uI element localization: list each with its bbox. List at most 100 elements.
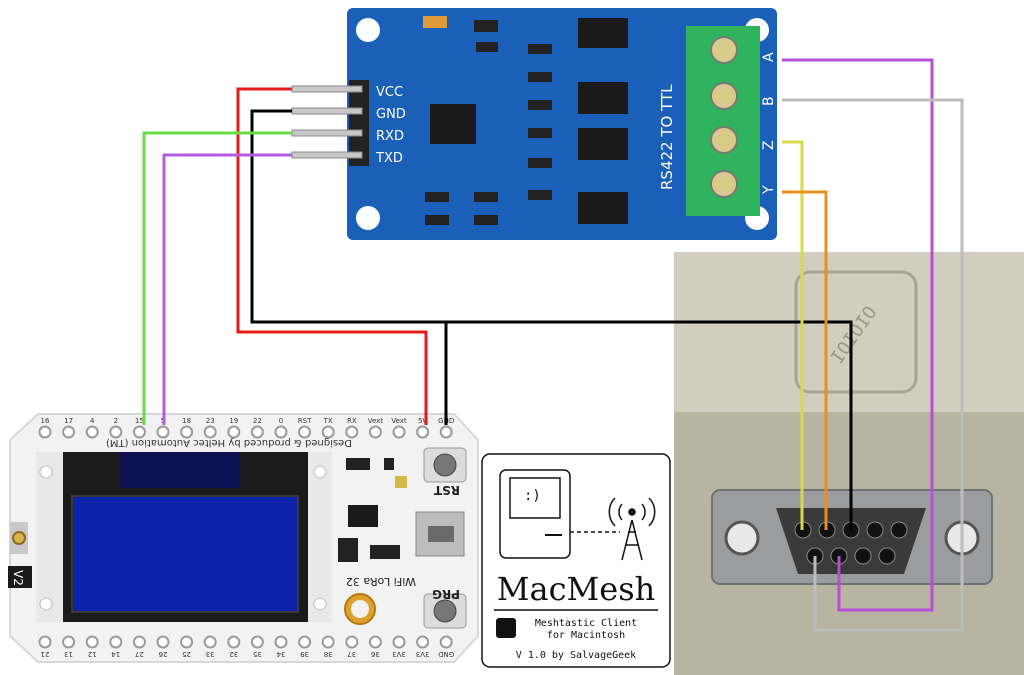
terminal-screws (710, 36, 738, 198)
top-pin-label: TX (323, 417, 333, 425)
top-pin-pad (392, 425, 406, 439)
logo-title: MacMesh (497, 570, 656, 608)
bottom-pin-label: 14 (111, 650, 120, 658)
bottom-pin-label: 25 (182, 650, 191, 658)
svg-text::): :) (524, 488, 541, 504)
top-pin-label: RX (347, 417, 357, 425)
top-pin-pad (109, 425, 123, 439)
top-pin-label: RST (298, 417, 312, 425)
top-pin-pad (132, 425, 146, 439)
top-pin-label: 18 (182, 417, 191, 425)
bottom-pin-pad (298, 635, 312, 649)
top-pin-pad (180, 425, 194, 439)
bottom-pin-pad (62, 635, 76, 649)
terminal-label-b: B (761, 96, 777, 106)
top-pin-label: 0 (279, 417, 283, 425)
bottom-pin-label: 36 (370, 650, 379, 658)
wire-b (782, 98, 964, 632)
bottom-pin-pad (85, 635, 99, 649)
top-pin-pad (250, 425, 264, 439)
oled-screen (71, 495, 299, 613)
bottom-pin-pad (416, 635, 430, 649)
logo-version: V 1.0 by SalvageGeek (516, 650, 636, 661)
bottom-pin-label: 34 (276, 650, 285, 658)
pin-label-txd: TXD (375, 151, 403, 166)
smd-components (423, 16, 628, 225)
radio-tower-icon (608, 497, 656, 561)
top-pin-label: 23 (206, 417, 215, 425)
credit-text: Designed & produced by Heltec Automation… (106, 437, 352, 448)
prg-label: PRG (432, 587, 460, 601)
bottom-pin-label: GND (438, 650, 454, 658)
wire-vcc (236, 87, 428, 425)
bottom-pin-label: 26 (158, 650, 167, 658)
top-pin-pad (85, 425, 99, 439)
top-pin-label: 17 (64, 417, 73, 425)
serial-port-icon (794, 270, 918, 394)
bottom-pin-label: 12 (88, 650, 97, 658)
terminal-label-y: Y (761, 185, 777, 195)
top-pin-label: 16 (41, 417, 50, 425)
wire-gnd (250, 109, 448, 425)
top-pin-pad (156, 425, 170, 439)
top-pin-pad (203, 425, 217, 439)
wire-z (782, 140, 804, 530)
bottom-pin-pad (439, 635, 453, 649)
bottom-pin-label: 33 (206, 650, 215, 658)
terminal-label-a: A (761, 52, 777, 62)
bottom-pin-label: 13 (64, 650, 73, 658)
wiring (142, 58, 964, 632)
mac-serial-panel: IOIOIO (674, 252, 1024, 675)
wire-txd (162, 153, 292, 425)
logo-subtitle-2: for Macintosh (547, 630, 625, 641)
terminal-label-z: Z (761, 140, 777, 150)
bottom-pin-pad (345, 635, 359, 649)
wire-a (782, 58, 934, 612)
header-pins (291, 85, 363, 159)
bottom-pin-pad (109, 635, 123, 649)
rs422-pcb (347, 8, 777, 240)
pin-header (349, 80, 369, 166)
bottom-pin-label: 38 (324, 650, 333, 658)
bottom-pin-label: 32 (229, 650, 238, 658)
bottom-pin-pad (132, 635, 146, 649)
module-silkscreen: RS422 TO TTL (658, 84, 676, 190)
top-pin-pad (321, 425, 335, 439)
logo-subtitle-1: Meshtastic Client (535, 618, 637, 629)
version-label: V2 (11, 570, 25, 586)
bottom-pin-pad (38, 635, 52, 649)
top-pin-pad (227, 425, 241, 439)
top-pin-pad (345, 425, 359, 439)
bottom-pin-label: 27 (135, 650, 144, 658)
bottom-pin-pad (392, 635, 406, 649)
wire-rxd (142, 131, 292, 425)
mounting-hole (356, 18, 380, 42)
pin-label-rxd: RXD (376, 129, 404, 144)
bottom-pin-pad (203, 635, 217, 649)
bottom-pin-label: 35 (253, 650, 262, 658)
bottom-pin-pad (250, 635, 264, 649)
bottom-pin-pad (274, 635, 288, 649)
top-pin-label: 4 (90, 417, 95, 425)
smd-part (346, 458, 370, 470)
mounting-hole (356, 206, 380, 230)
bottom-pin-pad (156, 635, 170, 649)
transceiver-chip (430, 104, 476, 144)
bottom-pin-label: 37 (347, 650, 356, 658)
bottom-pin-label: 3V3 (392, 650, 406, 658)
top-pin-pad (298, 425, 312, 439)
top-pin-pad (368, 425, 382, 439)
top-pin-pad (416, 425, 430, 439)
pin-label-vcc: VCC (376, 85, 403, 100)
rst-label: RST (433, 483, 460, 497)
top-pin-label: Vext (391, 417, 407, 425)
bottom-pin-label: 21 (41, 650, 50, 658)
top-pin-pad (274, 425, 288, 439)
version-badge (8, 566, 32, 588)
top-pin-label: 15 (135, 417, 144, 425)
bottom-pin-pad (368, 635, 382, 649)
regulator-chip (348, 505, 378, 527)
wire-gnd-db9 (446, 320, 853, 530)
